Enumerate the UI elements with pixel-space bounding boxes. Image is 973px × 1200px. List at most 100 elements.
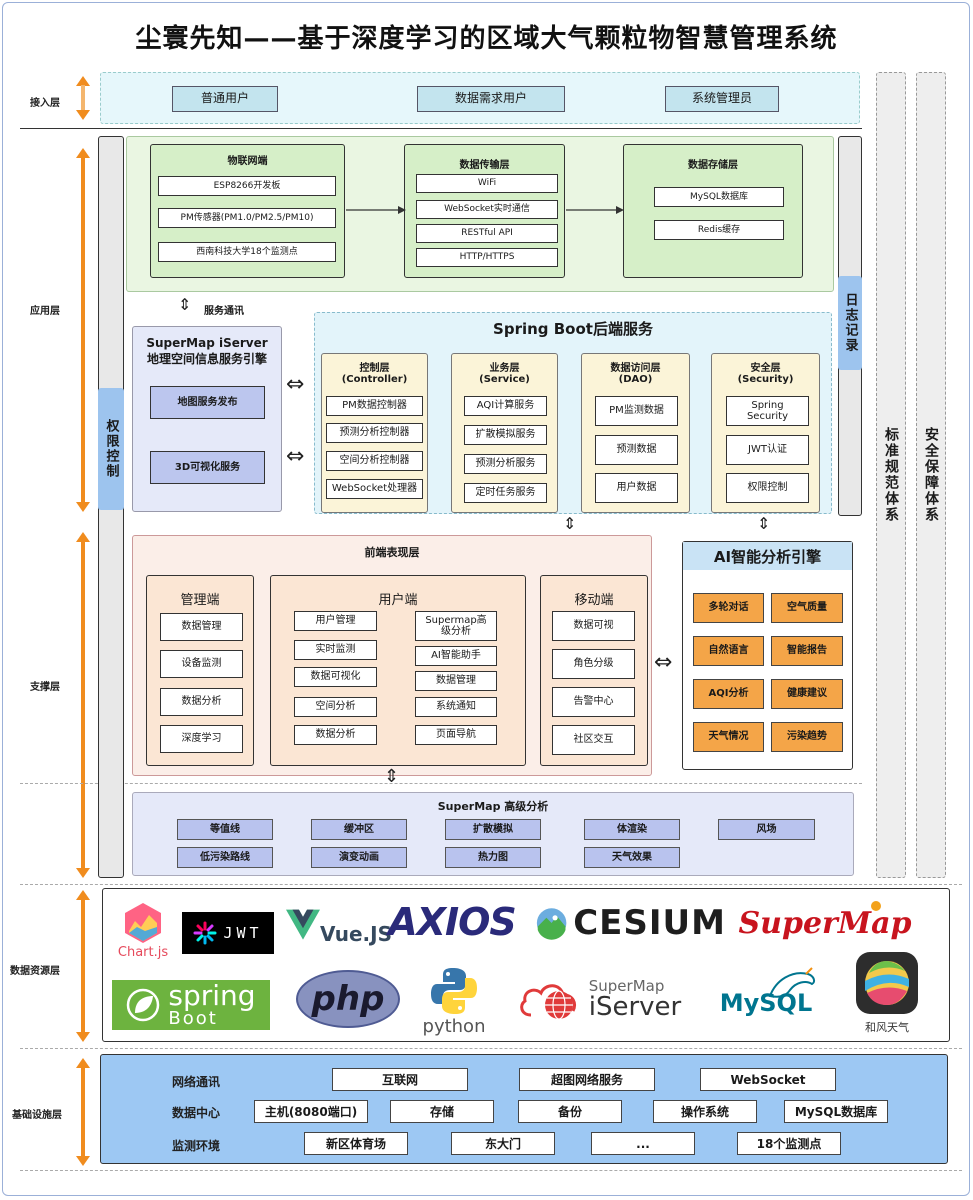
user-client-item: 系统通知 xyxy=(415,697,497,717)
separator-data xyxy=(20,884,962,885)
application-arrow xyxy=(76,148,90,512)
mobile-item: 角色分级 xyxy=(552,649,635,679)
jwt-icon xyxy=(193,921,217,945)
jwt-logo: JWT xyxy=(182,912,274,954)
separator-bottom xyxy=(20,1170,962,1171)
layer-label-application: 应用层 xyxy=(30,306,60,317)
service-item: 预测分析服务 xyxy=(464,454,547,474)
supermap-adv-item: 缓冲区 xyxy=(311,819,407,840)
cesium-icon xyxy=(536,908,567,940)
iot-title: 物联网端 xyxy=(227,156,268,167)
ai-item: 多轮对话 xyxy=(693,593,764,623)
ai-item: 空气质量 xyxy=(771,593,843,623)
transfer-item: WiFi xyxy=(416,174,558,193)
infra-item: 操作系统 xyxy=(653,1100,757,1123)
access-arrow xyxy=(76,76,90,120)
3d-visual-service: 3D可视化服务 xyxy=(150,451,265,484)
mobile-item: 社区交互 xyxy=(552,725,635,755)
chartjs-logo: Chart.js xyxy=(112,898,174,962)
dao-item: 预测数据 xyxy=(595,435,678,465)
ai-item: 天气情况 xyxy=(693,722,764,752)
ai-item: 健康建议 xyxy=(771,679,843,709)
user-client-item: 数据管理 xyxy=(415,671,497,691)
iot-item: PM传感器(PM1.0/PM2.5/PM10) xyxy=(158,208,336,228)
ai-item: AQI分析 xyxy=(693,679,764,709)
infra-item: 存储 xyxy=(390,1100,494,1123)
vue-logo: Vue.JS xyxy=(286,898,392,952)
supermap-adv-item: 扩散模拟 xyxy=(445,819,541,840)
map-service-publish: 地图服务发布 xyxy=(150,386,265,419)
frontend-title: 前端表现层 xyxy=(364,546,420,559)
support-arrow xyxy=(76,532,90,878)
mysql-text: MySQL xyxy=(719,989,813,1017)
springboot-title: Spring Boot后端服务 xyxy=(493,320,653,338)
separator-infra xyxy=(20,1048,962,1049)
storage-item: Redis缓存 xyxy=(654,220,784,240)
ai-item: 智能报告 xyxy=(771,636,843,666)
mobile-title: 移动端 xyxy=(574,593,614,608)
infra-item: 互联网 xyxy=(332,1068,468,1091)
infra-item: 超图网络服务 xyxy=(519,1068,655,1091)
service-item: 扩散模拟服务 xyxy=(464,425,547,445)
admin-item: 数据管理 xyxy=(160,613,243,641)
admin-title: 管理端 xyxy=(180,593,220,608)
layer-label-data-resource: 数据资源层 xyxy=(10,966,60,977)
user-client-item: 空间分析 xyxy=(294,697,377,717)
php-logo: php xyxy=(296,970,400,1028)
user-client-item: Supermap高 级分析 xyxy=(415,611,497,641)
chartjs-icon xyxy=(125,902,161,943)
infrastructure-arrow xyxy=(76,1058,90,1166)
transfer-title: 数据传输层 xyxy=(459,160,510,171)
axios-logo: AXIOS xyxy=(388,900,517,944)
mysql-logo: MySQL xyxy=(712,966,820,1022)
layer-label-access: 接入层 xyxy=(30,98,60,109)
iserver-logo-bottom: iServer xyxy=(588,991,682,1022)
infra-item: WebSocket xyxy=(700,1068,836,1091)
user-client-title: 用户端 xyxy=(378,593,418,608)
iserver-link-arrow: ⇔ xyxy=(286,444,305,469)
storage-panel xyxy=(623,144,803,278)
security-column: 安全保障体系 xyxy=(916,72,946,878)
user-client-item: AI智能助手 xyxy=(415,646,497,666)
dao-item: PM监测数据 xyxy=(595,396,678,426)
iserver-logo: SuperMap iServer xyxy=(514,972,684,1026)
dolphin-icon xyxy=(768,967,816,998)
infra-item: ... xyxy=(591,1132,695,1155)
separator-access xyxy=(20,128,862,129)
ai-item: 污染趋势 xyxy=(771,722,843,752)
spring-text: spring xyxy=(168,979,256,1013)
mobile-item: 告警中心 xyxy=(552,687,635,717)
ai-item: 自然语言 xyxy=(693,636,764,666)
mobile-item: 数据可视 xyxy=(552,611,635,641)
user-client-item: 数据可视化 xyxy=(294,667,377,687)
infra-row-label: 网络通讯 xyxy=(172,1075,221,1089)
infra-item: 东大门 xyxy=(451,1132,555,1155)
pipeline-arrows xyxy=(346,206,624,214)
infra-item: 主机(8080端口) xyxy=(254,1100,368,1123)
infra-item: MySQL数据库 xyxy=(784,1100,888,1123)
admin-item: 数据分析 xyxy=(160,688,243,716)
storage-item: MySQL数据库 xyxy=(654,187,784,207)
transfer-item: WebSocket实时通信 xyxy=(416,200,558,219)
standard-column: 标准规范体系 xyxy=(876,72,906,878)
service-comm-arrow: ⇕ xyxy=(178,295,192,314)
php-text: php xyxy=(311,979,385,1019)
vue-icon xyxy=(286,909,320,940)
controller-item: 空间分析控制器 xyxy=(326,451,423,471)
controller-item: PM数据控制器 xyxy=(326,396,423,416)
vue-text: Vue.JS xyxy=(319,922,392,946)
service-title: 业务层 (Service) xyxy=(479,363,530,385)
iot-item: 西南科技大学18个监测点 xyxy=(158,242,336,262)
transfer-item: RESTful API xyxy=(416,224,558,243)
security-item: JWT认证 xyxy=(726,435,809,465)
supermap-adv-item: 体渲染 xyxy=(584,819,680,840)
springboot-logo: spring Boot xyxy=(112,980,270,1030)
controller-title: 控制层 (Controller) xyxy=(341,363,408,385)
admin-item: 深度学习 xyxy=(160,725,243,753)
transfer-item: HTTP/HTTPS xyxy=(416,248,558,267)
boot-text: Boot xyxy=(168,1007,218,1029)
controller-item: WebSocket处理器 xyxy=(326,479,423,499)
mobile-ai-arrow: ⇔ xyxy=(654,650,673,675)
admin-item: 设备监测 xyxy=(160,650,243,678)
